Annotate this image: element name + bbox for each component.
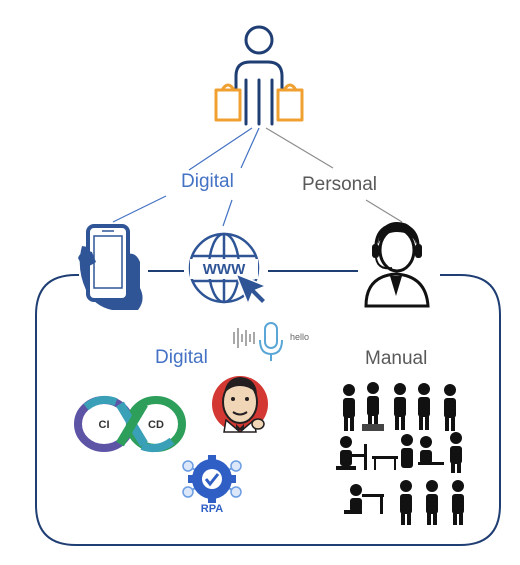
ci-label: CI xyxy=(99,419,110,431)
connector-digital-mobile xyxy=(112,195,167,223)
jenkins-butler-icon xyxy=(212,376,268,433)
worker-figure xyxy=(400,480,412,525)
cd-label: CD xyxy=(148,419,164,431)
worker-figure xyxy=(394,383,406,430)
connector-shopper-digital-2 xyxy=(240,127,260,169)
worker-at-desk-figure xyxy=(372,434,413,470)
digital-channel-label: Digital xyxy=(181,171,234,192)
worker-figure xyxy=(362,382,384,431)
worker-figure xyxy=(450,432,462,473)
hand-holding-phone-icon xyxy=(78,224,143,310)
connector-personal-agent xyxy=(365,199,403,223)
ci-cd-loop-icon xyxy=(74,395,186,453)
worker-figure xyxy=(418,436,444,465)
rpa-label: RPA xyxy=(201,503,223,515)
worker-figure xyxy=(444,384,456,431)
worker-figure xyxy=(426,480,438,525)
call-center-agent-icon xyxy=(364,222,430,308)
personal-channel-label: Personal xyxy=(302,174,377,195)
hello-text: hello xyxy=(290,332,310,342)
www-label: WWW xyxy=(203,261,246,278)
worker-figure xyxy=(452,480,464,525)
voice-microphone-icon xyxy=(233,322,283,361)
connector-shopper-personal xyxy=(265,127,334,169)
channel-container-box xyxy=(35,274,501,546)
worker-figure xyxy=(418,383,430,430)
rpa-gear-icon xyxy=(182,455,242,503)
shopper-with-bags-icon xyxy=(214,25,304,126)
manual-work-label: Manual xyxy=(365,348,428,369)
digital-automation-label: Digital xyxy=(155,347,208,368)
connector-shopper-digital xyxy=(188,127,253,171)
www-globe-cursor-icon xyxy=(188,232,269,307)
worker-figure xyxy=(343,384,355,431)
worker-at-desk-figure xyxy=(344,484,384,514)
connector-digital-web xyxy=(222,199,233,227)
worker-at-desk-figure xyxy=(336,436,367,470)
stressed-workers-icon xyxy=(336,382,464,525)
